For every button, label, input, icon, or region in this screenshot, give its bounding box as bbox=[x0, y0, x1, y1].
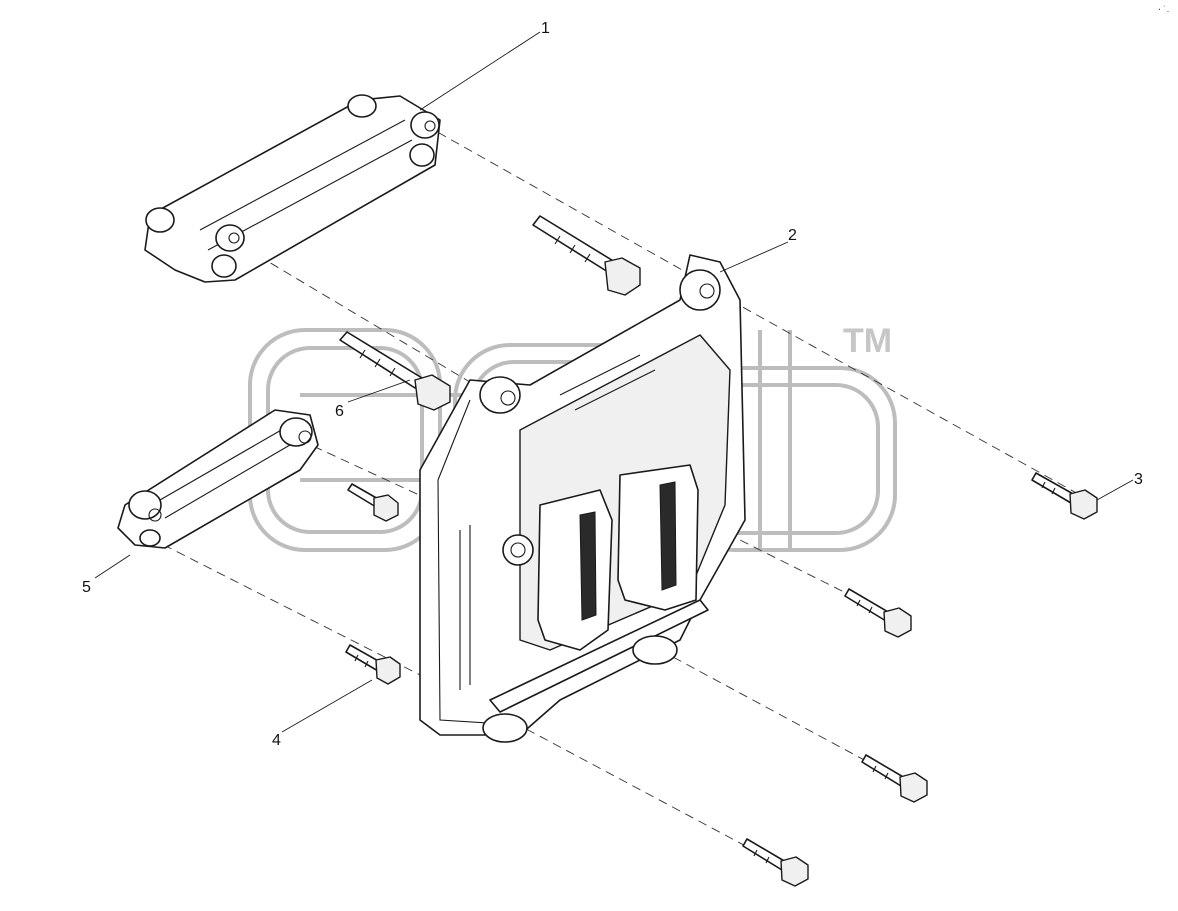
watermark-trademark: TM bbox=[843, 322, 892, 360]
leader-lines bbox=[94, 31, 1134, 733]
lower-bracket bbox=[117, 409, 319, 549]
bolt-4 bbox=[345, 644, 401, 685]
control-module bbox=[419, 254, 746, 743]
upper-bracket bbox=[144, 94, 441, 283]
long-bolt-upper bbox=[532, 215, 641, 296]
bolt-right-lower bbox=[861, 754, 928, 803]
bolt-right-middle bbox=[844, 588, 912, 638]
long-bolt-6 bbox=[339, 331, 451, 411]
callout-4: 4 bbox=[272, 732, 281, 749]
corner-mark: ·˙․ bbox=[1157, 5, 1169, 14]
callout-numbers: 1 2 3 4 5 6 bbox=[82, 20, 1143, 749]
callout-5: 5 bbox=[82, 579, 91, 596]
callout-3: 3 bbox=[1134, 471, 1143, 488]
small-bolt-mid bbox=[347, 483, 399, 522]
callout-6: 6 bbox=[335, 403, 344, 420]
callout-2: 2 bbox=[788, 227, 797, 244]
bolt-3 bbox=[1031, 472, 1098, 520]
callout-1: 1 bbox=[541, 20, 550, 37]
bolt-bottom bbox=[742, 838, 809, 887]
